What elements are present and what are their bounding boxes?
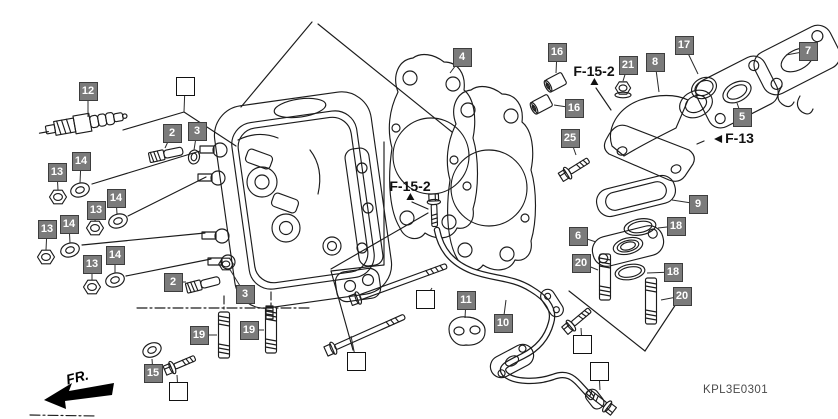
pipe-clamp [449,317,485,345]
callout-4-19[interactable]: 4 [452,47,472,67]
spark-plug [38,107,129,140]
ref-f-15-2-0[interactable]: F-15-2 [573,63,615,85]
callout-16-21[interactable]: 16 [564,98,584,118]
callout-blank-37[interactable] [572,334,592,354]
callout-19-15[interactable]: 19 [239,320,259,340]
callout-16-20[interactable]: 16 [547,42,567,62]
diagram-code: KPL3E0301 [703,384,768,396]
callout-2-12[interactable]: 2 [163,272,183,292]
callout-7-25[interactable]: 7 [798,41,818,61]
callout-blank-36[interactable] [415,289,435,309]
callout-20-33[interactable]: 20 [672,286,692,306]
fr-arrow-icon [44,383,114,409]
o-ring-18a [623,216,657,237]
water-pipe [437,230,606,411]
callout-21-22[interactable]: 21 [618,55,638,75]
callout-14-4[interactable]: 14 [71,151,91,171]
callout-5-27[interactable]: 5 [732,107,752,127]
callout-8-23[interactable]: 8 [645,52,665,72]
callout-25-26[interactable]: 25 [560,128,580,148]
callout-blank-17[interactable] [168,381,188,401]
long-bolt-b [323,311,407,358]
inlet-pipe [604,85,716,181]
callout-12-0[interactable]: 12 [78,81,98,101]
arrow-up-icon [589,78,598,85]
ref-f-15-2-1[interactable]: F-15-2 [389,178,431,200]
gasket-6 [589,223,666,270]
callout-13-5[interactable]: 13 [47,162,67,182]
callout-blank-18[interactable] [346,351,366,371]
callout-18-29[interactable]: 18 [666,216,686,236]
callout-20-31[interactable]: 20 [571,253,591,273]
callout-9-28[interactable]: 9 [688,194,708,214]
arrow-up-icon [405,193,414,200]
callout-blank-38[interactable] [589,361,609,381]
callout-blank-1[interactable] [175,76,195,96]
callout-11-34[interactable]: 11 [456,290,476,310]
arrow-left-icon [714,135,723,143]
callout-2-2[interactable]: 2 [162,123,182,143]
o-ring-17 [688,73,720,103]
cylinder-head [198,88,395,319]
callout-19-14[interactable]: 19 [189,325,209,345]
callout-17-24[interactable]: 17 [674,35,694,55]
witness-lines [30,22,704,416]
callout-14-10[interactable]: 14 [105,245,125,265]
o-ring-3a [187,149,200,165]
callout-13-9[interactable]: 13 [37,219,57,239]
callout-14-8[interactable]: 14 [59,214,79,234]
callout-13-7[interactable]: 13 [86,200,106,220]
callout-13-11[interactable]: 13 [82,254,102,274]
cap-nut [615,81,631,98]
o-ring-18b [614,262,646,282]
callout-3-3[interactable]: 3 [187,121,207,141]
callout-18-32[interactable]: 18 [663,262,683,282]
callout-14-6[interactable]: 14 [106,188,126,208]
callout-3-13[interactable]: 3 [235,284,255,304]
callout-6-30[interactable]: 6 [568,226,588,246]
gasket-9 [594,173,678,220]
ref-f-13-2[interactable]: F-13 [714,130,754,146]
long-bolt-a [348,260,448,307]
callout-10-35[interactable]: 10 [493,313,513,333]
callout-15-16[interactable]: 15 [143,363,163,383]
